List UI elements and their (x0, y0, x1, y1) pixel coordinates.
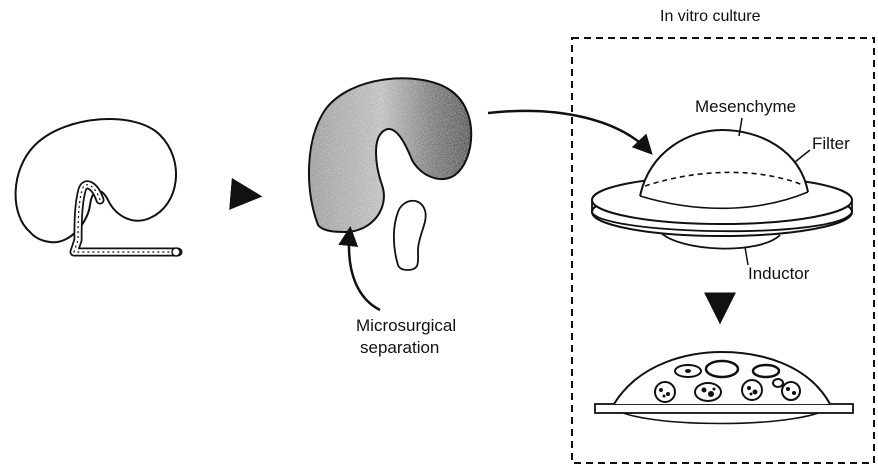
kidney-rudiment-with-ureteric-bud (16, 119, 180, 256)
separated-mesenchyme (300, 70, 490, 240)
separation-arrow-icon (349, 230, 380, 310)
microsurgical-label-line2: separation (360, 338, 439, 358)
transfer-arrow-icon (488, 111, 650, 152)
differentiated-explant (595, 352, 853, 424)
filter-label: Filter (812, 134, 850, 154)
inductor-label: Inductor (748, 264, 809, 284)
microsurgical-label-line1: Microsurgical (356, 316, 456, 336)
isolated-ureteric-bud (394, 201, 426, 270)
step-arrow-icon (232, 194, 256, 196)
in-vitro-culture-title: In vitro culture (660, 7, 760, 27)
mesenchyme-label: Mesenchyme (695, 97, 796, 117)
